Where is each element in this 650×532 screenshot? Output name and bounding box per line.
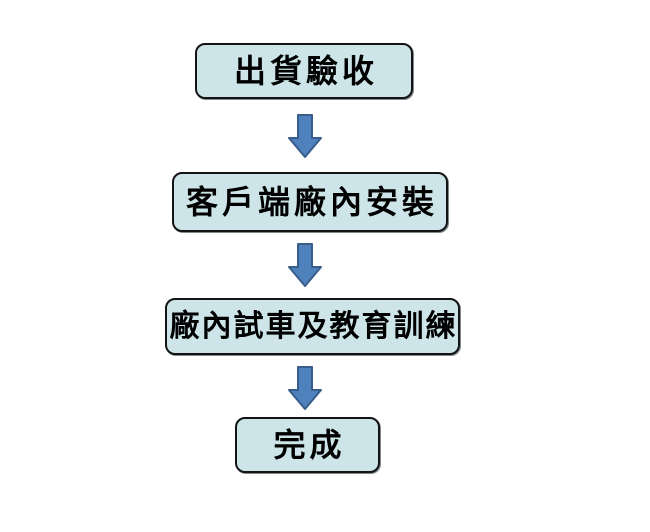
down-arrow-icon [288, 114, 322, 158]
flow-node-step-1: 出貨驗收 [195, 43, 413, 99]
down-arrow-icon [288, 243, 322, 287]
down-arrow-icon [288, 366, 322, 410]
flow-node-step-4: 完成 [235, 417, 380, 473]
flow-node-step-2: 客戶端廠內安裝 [172, 172, 448, 232]
down-arrow-shape [288, 114, 322, 158]
flow-node-label: 出貨驗收 [233, 52, 378, 90]
flow-node-step-3: 廠內試車及教育訓練 [165, 298, 460, 355]
flow-node-label: 完成 [273, 426, 346, 464]
flow-node-label: 客戶端廠內安裝 [185, 183, 438, 221]
down-arrow-shape [288, 366, 322, 410]
flow-node-label: 廠內試車及教育訓練 [169, 308, 458, 344]
down-arrow-shape [288, 243, 322, 287]
